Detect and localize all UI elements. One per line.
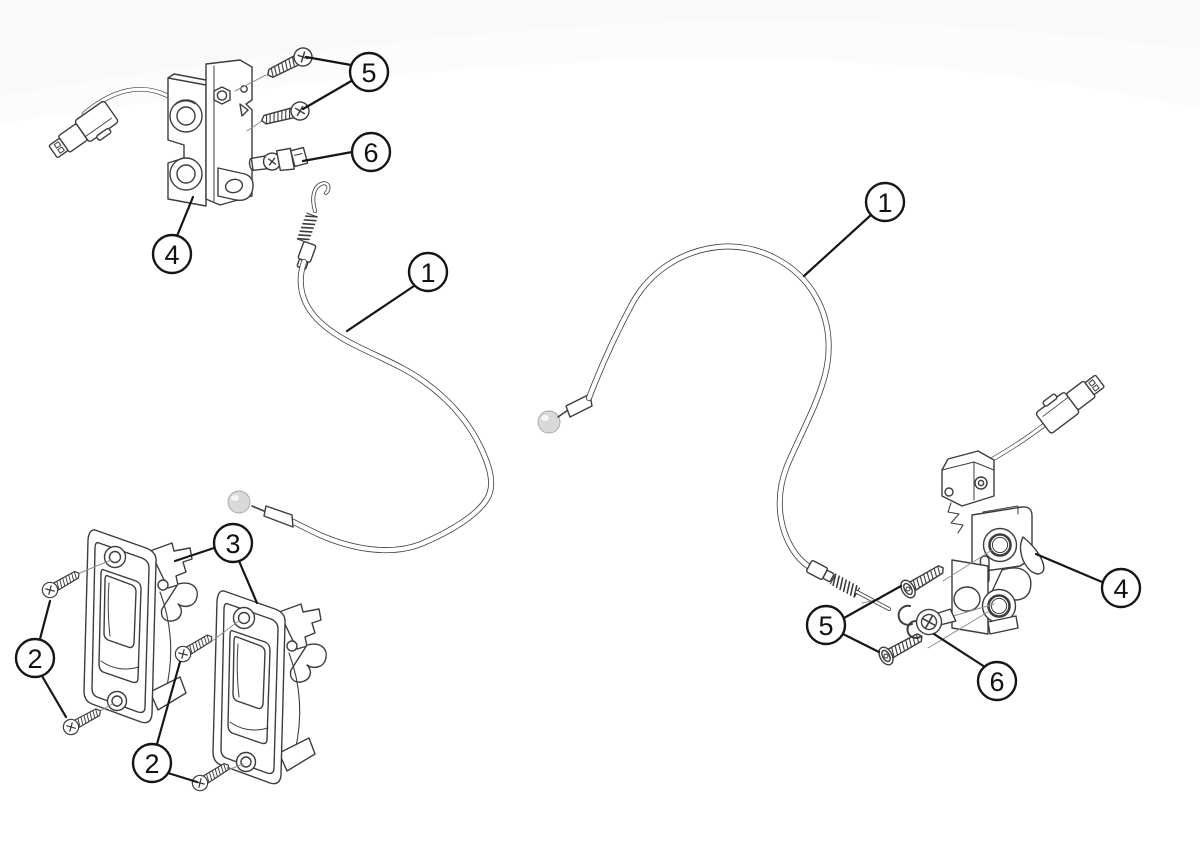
callout-5-left-label: 5	[361, 58, 376, 88]
handle-screws-second	[171, 619, 244, 795]
callout-1-left[interactable]: 1	[345, 251, 449, 333]
right-cable-ball-end	[537, 410, 561, 434]
callout-3-label: 3	[225, 529, 240, 559]
left-cable-spring	[296, 212, 318, 244]
handle1-screw-bottom	[59, 703, 105, 739]
callout-1-right[interactable]: 1	[802, 181, 906, 278]
callout-4-left[interactable]: 4	[151, 195, 195, 275]
left-tab	[239, 103, 249, 117]
handle2-screw-top	[171, 629, 217, 666]
handle-screws-first	[38, 559, 115, 739]
callout-5-right[interactable]: 5	[805, 584, 903, 654]
callout-1-right-label: 1	[877, 188, 892, 218]
right-cable-spring	[829, 573, 861, 598]
callout-5-right-label: 5	[818, 611, 833, 641]
right-mounting-screws	[875, 549, 993, 668]
right-screw-1	[897, 559, 949, 601]
right-plate-hole	[953, 586, 981, 612]
door-handle-unit	[83, 529, 198, 724]
right-retaining-clip	[897, 604, 921, 639]
right-foot	[987, 615, 1019, 635]
left-cable-ball-end	[227, 490, 251, 514]
door-handle-unit-2	[212, 590, 327, 785]
left-screw-2	[258, 99, 312, 131]
handle1-screw-top	[38, 565, 84, 602]
background-shade-band-2	[0, 20, 1200, 124]
left-mounting-screws	[234, 44, 316, 132]
handle2-screw-bottom	[188, 758, 234, 795]
handle-paddle	[103, 574, 137, 649]
left-release-cable	[227, 181, 495, 554]
callout-2-upper[interactable]: 2	[14, 599, 68, 719]
callout-4-left-label: 4	[164, 240, 179, 270]
right-screw-2	[875, 627, 928, 668]
callout-4-right-label: 4	[1113, 574, 1128, 604]
handle-recess	[98, 568, 142, 684]
callout-2-lower-label: 2	[144, 749, 159, 779]
left-cable-end-cone	[263, 505, 294, 528]
right-microswitch	[941, 450, 995, 534]
left-cable-sheath	[288, 259, 495, 554]
left-latch-assembly	[44, 59, 254, 207]
right-cable-sheath	[586, 243, 832, 569]
right-striker-bolt	[897, 603, 995, 639]
callout-6-left-label: 6	[363, 138, 378, 168]
callout-2-lower[interactable]: 2	[131, 660, 199, 784]
left-hex-nut	[213, 86, 231, 105]
right-cable-end-cone	[565, 393, 593, 418]
callout-6-left[interactable]: 6	[301, 131, 392, 173]
callout-6-right[interactable]: 6	[932, 632, 1018, 702]
callout-4-right[interactable]: 4	[1034, 552, 1142, 609]
callout-2-upper-label: 2	[27, 644, 42, 674]
handle-bezel-inner	[91, 541, 150, 714]
callout-5-left[interactable]: 5	[301, 51, 390, 111]
right-cable-ferrule	[805, 559, 836, 585]
callout-6-right-label: 6	[989, 667, 1004, 697]
right-wire-connector	[1032, 366, 1109, 435]
callout-1-left-label: 1	[420, 258, 435, 288]
right-latch-assembly	[941, 366, 1109, 635]
left-foot-hole	[224, 178, 244, 194]
background-shade-band	[0, 0, 1200, 96]
right-release-cable	[537, 243, 891, 611]
callout-3[interactable]: 3	[173, 522, 259, 605]
left-striker-bolt	[248, 146, 309, 172]
